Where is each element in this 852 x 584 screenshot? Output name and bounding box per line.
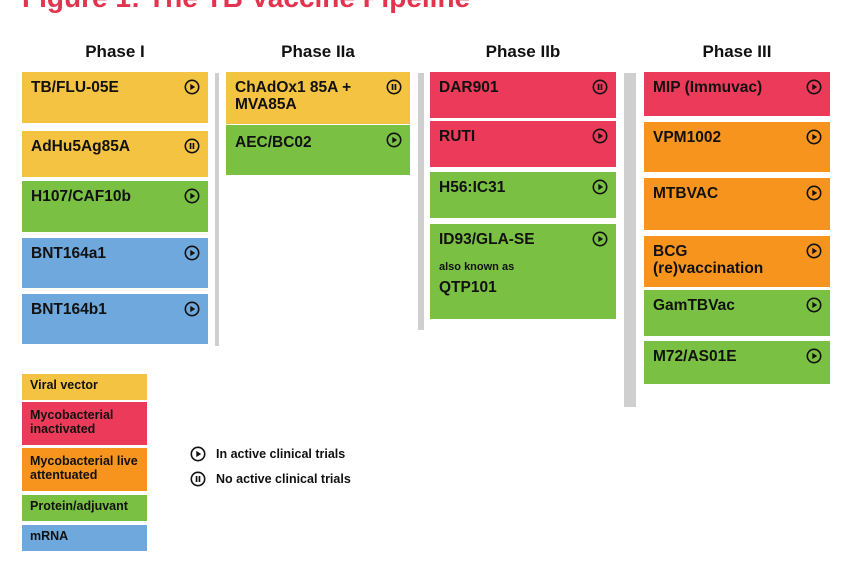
vaccine-name: VPM1002 (653, 129, 722, 146)
legend-swatch-mrna: mRNA (22, 525, 147, 551)
phase-heading-1: Phase I (85, 42, 145, 61)
vaccine-name: BNT164b1 (31, 301, 107, 318)
phase-heading-3: Phase III (702, 42, 772, 61)
play-circle-icon (592, 231, 608, 247)
phase-divider (215, 73, 219, 346)
vaccine-name: GamTBVac (653, 297, 735, 314)
play-circle-icon (806, 243, 822, 259)
legend-inactive-label: No active clinical trials (216, 472, 351, 486)
play-circle-icon (806, 297, 822, 313)
play-circle-icon (806, 79, 822, 95)
vaccine-name: M72/AS01E (653, 348, 737, 365)
vaccine-name: BCG (re)vaccination (653, 243, 764, 278)
vaccine-card: M72/AS01E (644, 341, 830, 384)
legend-active: In active clinical trials (190, 446, 345, 462)
vaccine-name: AdHu5Ag85A (31, 138, 131, 155)
pause-circle-icon (184, 138, 200, 154)
vaccine-aka-label: also known as (439, 261, 515, 274)
phase-heading-2a: Phase IIa (281, 42, 355, 61)
figure-title: Figure 1: The TB Vaccine Pipeline (22, 0, 470, 12)
vaccine-card: RUTI (430, 121, 616, 167)
vaccine-card: ID93/GLA-SE also known as QTP101 (430, 224, 616, 319)
vaccine-card: DAR901 (430, 72, 616, 118)
play-circle-icon (592, 179, 608, 195)
play-circle-icon (184, 79, 200, 95)
vaccine-name: MTBVAC (653, 185, 719, 202)
vaccine-card: BNT164b1 (22, 294, 208, 344)
phase-heading-2b: Phase IIb (485, 42, 561, 61)
play-circle-icon (190, 446, 206, 462)
legend-swatch-viral-vector: Viral vector (22, 374, 147, 400)
vaccine-name: DAR901 (439, 79, 499, 96)
play-circle-icon (806, 348, 822, 364)
play-circle-icon (592, 128, 608, 144)
legend-swatch-myco-inactivated: Mycobacterial inactivated (22, 402, 147, 445)
vaccine-name: ChAdOx1 85A + MVA85A (235, 79, 352, 114)
vaccine-name: TB/FLU-05E (31, 79, 119, 96)
phase-divider (418, 73, 424, 330)
vaccine-name: AEC/BC02 (235, 134, 312, 151)
play-circle-icon (184, 245, 200, 261)
vaccine-card: AEC/BC02 (226, 125, 410, 175)
vaccine-name: H107/CAF10b (31, 188, 131, 205)
play-circle-icon (806, 185, 822, 201)
vaccine-name: MIP (Immuvac) (653, 79, 763, 96)
vaccine-card: MIP (Immuvac) (644, 72, 830, 116)
vaccine-card: VPM1002 (644, 122, 830, 172)
legend-swatch-myco-live: Mycobacterial live attentuated (22, 448, 147, 491)
legend-inactive: No active clinical trials (190, 471, 351, 487)
pause-circle-icon (190, 471, 206, 487)
vaccine-name: H56:IC31 (439, 179, 506, 196)
play-circle-icon (806, 129, 822, 145)
vaccine-card: ChAdOx1 85A + MVA85A (226, 72, 410, 124)
vaccine-name: ID93/GLA-SE (439, 231, 535, 248)
vaccine-name: BNT164a1 (31, 245, 106, 262)
legend-active-label: In active clinical trials (216, 447, 346, 461)
vaccine-card: MTBVAC (644, 178, 830, 230)
legend-swatch-protein-adjuvant: Protein/adjuvant (22, 495, 147, 521)
phase-divider (624, 73, 636, 407)
play-circle-icon (184, 188, 200, 204)
vaccine-name: RUTI (439, 128, 476, 145)
vaccine-card: BCG (re)vaccination (644, 236, 830, 287)
vaccine-card: TB/FLU-05E (22, 72, 208, 123)
pause-circle-icon (592, 79, 608, 95)
pause-circle-icon (386, 79, 402, 95)
vaccine-alt-name: QTP101 (439, 278, 497, 296)
vaccine-card: H56:IC31 (430, 172, 616, 218)
vaccine-card: H107/CAF10b (22, 181, 208, 232)
vaccine-card: GamTBVac (644, 290, 830, 336)
play-circle-icon (184, 301, 200, 317)
play-circle-icon (386, 132, 402, 148)
vaccine-card: AdHu5Ag85A (22, 131, 208, 177)
vaccine-card: BNT164a1 (22, 238, 208, 288)
